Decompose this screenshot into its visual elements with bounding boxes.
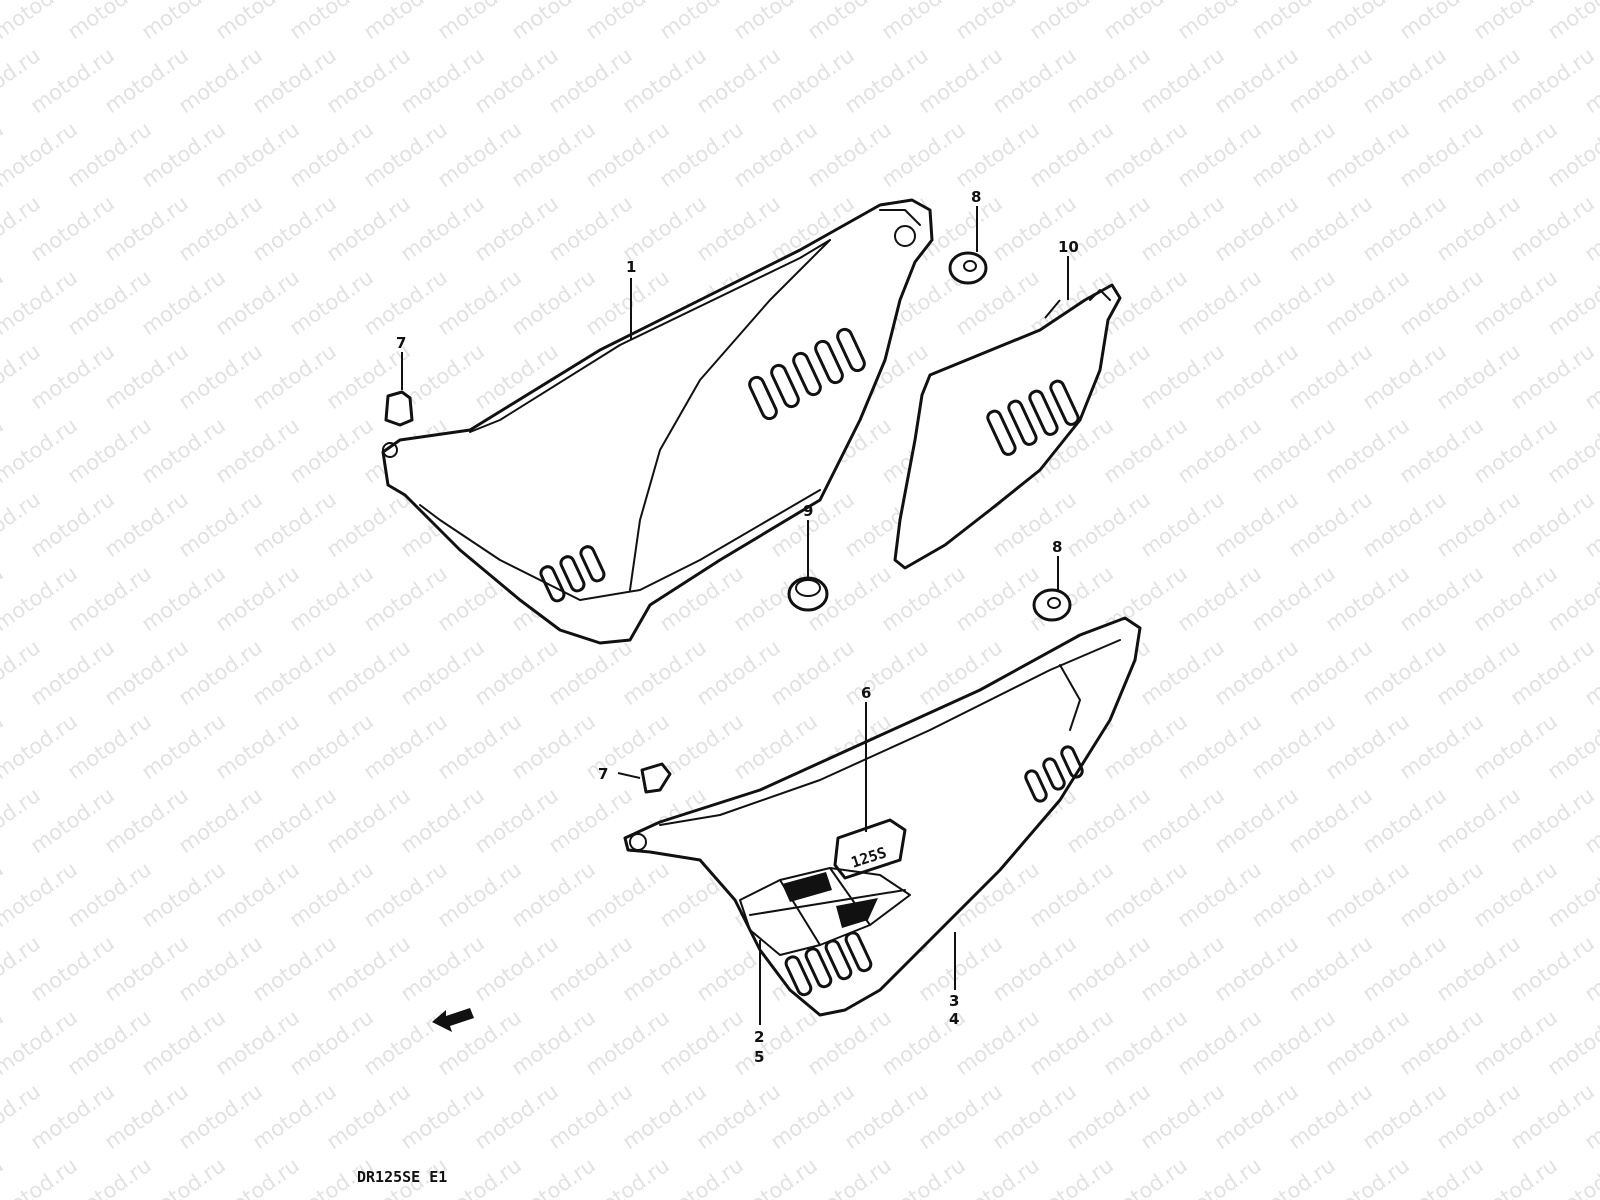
watermark-text: motod.ru — [877, 1153, 970, 1200]
clip-lower — [640, 762, 672, 794]
callout-8-lower: 8 — [1052, 538, 1062, 556]
watermark-text: motod.ru — [137, 1153, 230, 1200]
front-arrow-icon — [432, 1008, 474, 1032]
watermark-text: motod.ru — [63, 1153, 156, 1200]
callout-5: 5 — [754, 1048, 764, 1066]
callout-8-upper: 8 — [971, 188, 981, 206]
watermark-text: motod.ru — [1321, 1153, 1414, 1200]
diagram-code: DR125SE E1 — [357, 1168, 447, 1186]
model-emblem: 125S — [833, 818, 907, 880]
side-cover-panel — [893, 283, 1122, 570]
callout-4: 4 — [949, 1010, 959, 1028]
watermark-text: motod.ru — [1543, 0, 1600, 44]
clip-upper — [384, 390, 414, 427]
callout-6: 6 — [861, 684, 871, 702]
grommet-upper — [948, 251, 988, 285]
checker-decal — [739, 867, 911, 956]
callout-3: 3 — [949, 992, 959, 1010]
watermark-text: motod.ru — [581, 1153, 674, 1200]
watermark-text: motod.ru — [655, 1153, 748, 1200]
grommet-lower — [1032, 588, 1072, 622]
watermark-text: motod.ru — [1025, 1153, 1118, 1200]
watermark-text: motod.ru — [1099, 1153, 1192, 1200]
callout-10: 10 — [1058, 238, 1079, 256]
watermark-text: motod.ru — [1395, 1153, 1488, 1200]
callout-1: 1 — [626, 258, 636, 276]
watermark-text: motod.ru — [1173, 1153, 1266, 1200]
watermark-text: motod.ru — [0, 1153, 8, 1200]
watermark-text: motod.ru — [729, 1153, 822, 1200]
watermark-text: motod.ru — [507, 1153, 600, 1200]
cushion — [787, 576, 829, 612]
callout-9: 9 — [803, 502, 813, 520]
callout-2: 2 — [754, 1028, 764, 1046]
leader-lines — [401, 206, 1069, 1025]
watermark-text: motod.ru — [1469, 1153, 1562, 1200]
watermark-text: motod.ru — [0, 1153, 82, 1200]
side-cover-left — [381, 198, 934, 645]
watermark-text: motod.ru — [211, 1153, 304, 1200]
callout-7-upper: 7 — [396, 334, 406, 352]
watermark-text: motod.ru — [1247, 1153, 1340, 1200]
watermark-text: motod.ru — [951, 1153, 1044, 1200]
side-cover-right: 125S — [623, 616, 1142, 1017]
callout-7-lower: 7 — [598, 765, 608, 783]
callouts: 1 7 8 10 9 8 6 7 3 4 2 5 — [396, 188, 1079, 1066]
watermark-text: motod.ru — [803, 1153, 896, 1200]
